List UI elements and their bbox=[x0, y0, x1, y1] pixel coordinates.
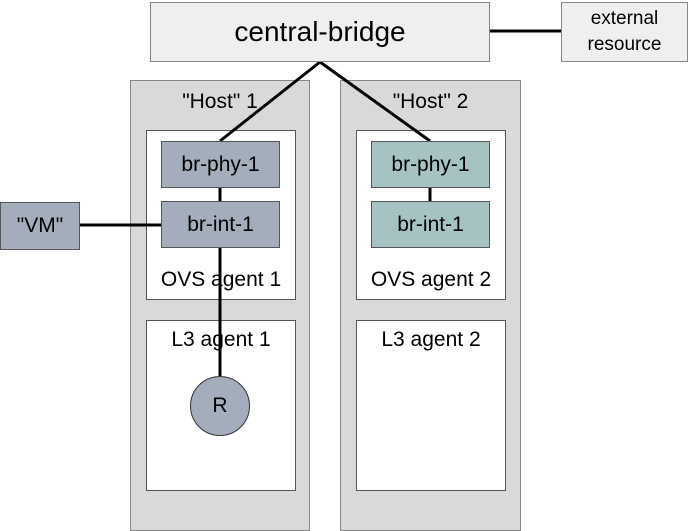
br-int-1-host2-label: br-int-1 bbox=[397, 213, 464, 236]
br-phy-1-host1-label: br-phy-1 bbox=[181, 153, 260, 176]
br-phy-1-host2-label: br-phy-1 bbox=[391, 153, 470, 176]
l3-agent-2-label: L3 agent 2 bbox=[381, 328, 481, 351]
router-node: R bbox=[190, 376, 250, 436]
ovs-agent-2-label: OVS agent 2 bbox=[370, 268, 492, 291]
central-bridge: central-bridge bbox=[150, 2, 490, 62]
l3-agent-2-panel bbox=[356, 320, 506, 491]
br-phy-1-host2: br-phy-1 bbox=[371, 141, 490, 188]
external-resource: external resource bbox=[561, 2, 688, 62]
link-central-to-br-phy-1-host2 bbox=[319, 60, 431, 143]
vm-node: "VM" bbox=[0, 202, 80, 250]
br-phy-1-host1: br-phy-1 bbox=[161, 141, 280, 188]
central-bridge-label: central-bridge bbox=[234, 16, 406, 47]
br-int-1-host1: br-int-1 bbox=[161, 201, 280, 248]
vm-label: "VM" bbox=[16, 214, 64, 237]
ovs-agent-1-label: OVS agent 1 bbox=[160, 268, 282, 291]
external-resource-line2: resource bbox=[587, 34, 662, 55]
external-resource-line1: external bbox=[590, 8, 659, 29]
l3-agent-1-label: L3 agent 1 bbox=[171, 328, 271, 351]
link-central-to-br-phy-1-host1 bbox=[219, 60, 321, 143]
host-1-label: "Host" 1 bbox=[182, 90, 258, 113]
br-int-1-host2: br-int-1 bbox=[371, 201, 490, 248]
br-int-1-host1-label: br-int-1 bbox=[187, 213, 254, 236]
host-2-label: "Host" 2 bbox=[392, 90, 469, 113]
